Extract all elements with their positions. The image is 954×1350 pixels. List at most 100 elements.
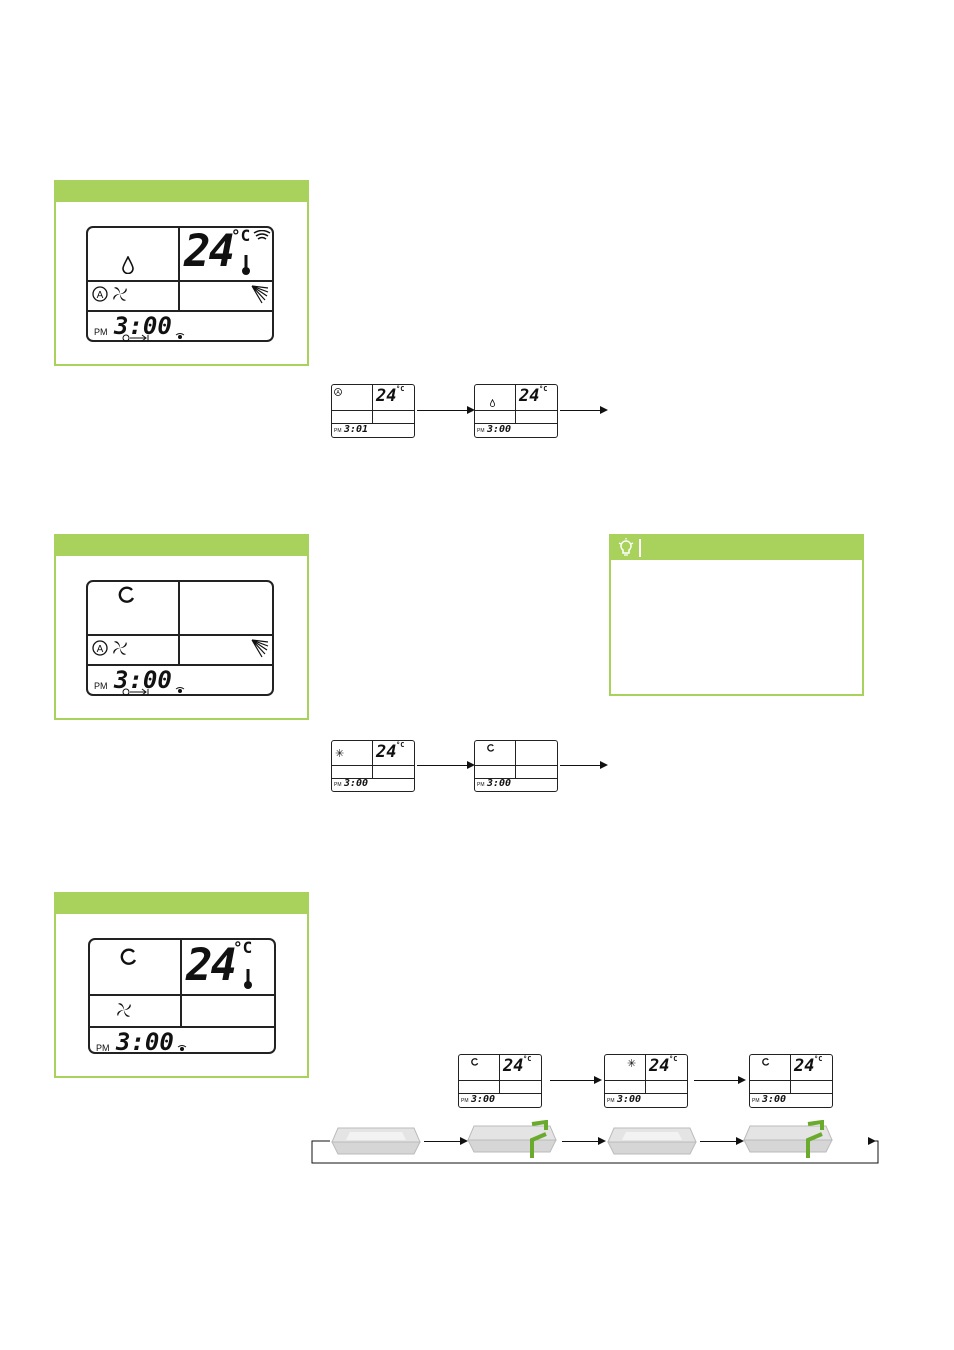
fan-icon (117, 1003, 131, 1017)
panel-dry-mode: 24 °C A PM 3:00 (54, 180, 309, 366)
lcd-display: A PM 3:00 (86, 580, 274, 696)
arrow-head (736, 1137, 744, 1145)
arrow (560, 765, 600, 766)
meridiem-label: PM (752, 1098, 760, 1104)
swirl-icon (118, 586, 135, 603)
meridiem-label: PM (334, 428, 342, 434)
clock-time: 3:00 (487, 778, 512, 789)
svg-text:A: A (97, 644, 104, 655)
thermometer-icon (242, 255, 250, 275)
arrow-head (460, 1137, 468, 1145)
svg-text:A: A (336, 390, 340, 396)
clock-time: 3:00 (114, 666, 172, 694)
panel-swing-mode: 24 °C PM 3:00 (54, 892, 309, 1078)
cassette-unit-icon (607, 1127, 697, 1155)
lightbulb-icon (618, 538, 634, 556)
lcd-thumb-1: 24 °C PM 3:00 (458, 1054, 542, 1108)
temperature-value: 24 (376, 742, 397, 762)
arrow (417, 765, 467, 766)
water-drop-icon (122, 256, 134, 274)
clock-time: 3:00 (487, 424, 512, 435)
arrow (550, 1080, 594, 1081)
sun-icon: ✳ (627, 1058, 637, 1070)
lcd-thumb-after: PM 3:00 (474, 740, 558, 792)
arrow (424, 1141, 460, 1142)
tip-header (611, 536, 862, 560)
meridiem-label: PM (334, 782, 342, 788)
arrow-head (467, 406, 475, 414)
loop-line (311, 1137, 879, 1164)
clock-time: 3:00 (762, 1094, 787, 1105)
arrow (700, 1141, 736, 1142)
arrow-head (738, 1076, 746, 1084)
lcd-thumb-2: ✳ 24 °C PM 3:00 (604, 1054, 688, 1108)
temperature-value: 24 (376, 386, 397, 406)
cassette-swing-icon (743, 1120, 833, 1158)
meridiem-label: PM (461, 1098, 469, 1104)
thermometer-icon (244, 969, 252, 989)
sensor-icon (177, 1045, 187, 1051)
clock-time: 3:01 (344, 424, 369, 435)
temperature-value: 24 (184, 226, 235, 277)
svg-text:A: A (97, 290, 104, 301)
temperature-unit: °C (231, 226, 251, 245)
fan-icon (113, 287, 127, 301)
arrow (417, 410, 467, 411)
temperature-value: 24 (186, 940, 237, 991)
auto-icon: A (334, 388, 342, 396)
swing-icon (251, 639, 269, 658)
arrow-head (600, 406, 608, 414)
lcd-display: 24 °C A PM 3:00 (86, 226, 274, 342)
arrow-head (467, 761, 475, 769)
clock-time: 3:00 (617, 1094, 642, 1105)
meridiem-label: PM (477, 782, 485, 788)
cassette-swing-icon (467, 1120, 557, 1158)
lcd-thumb-before: ✳ 24 °C PM 3:00 (331, 740, 415, 792)
temperature-value: 24 (649, 1056, 670, 1076)
meridiem-label: PM (477, 428, 485, 434)
arrow-head (594, 1076, 602, 1084)
temperature-value: 24 (503, 1056, 524, 1076)
cassette-unit-icon (331, 1127, 421, 1155)
swirl-icon (471, 1058, 479, 1066)
auto-icon: A (92, 286, 108, 302)
sensor-icon (175, 687, 185, 693)
temperature-unit: °C (669, 1055, 678, 1063)
swirl-icon (487, 744, 495, 752)
clock-time: 3:00 (116, 1028, 174, 1056)
timer-icon (122, 688, 149, 696)
lcd-thumb-after: 24 °C PM 3:00 (474, 384, 558, 438)
arrow-head (598, 1137, 606, 1145)
lcd-display: 24 °C PM 3:00 (88, 938, 276, 1054)
arrow (694, 1080, 738, 1081)
temperature-value: 24 (519, 386, 540, 406)
panel-fan-mode: A PM 3:00 (54, 534, 309, 720)
panel-header (56, 182, 307, 202)
arrow (562, 1141, 598, 1142)
sun-icon: ✳ (335, 748, 345, 760)
panel-header (56, 536, 307, 556)
meridiem-label: PM (94, 681, 108, 691)
timer-icon (122, 334, 149, 342)
water-drop-icon (490, 399, 495, 407)
swirl-icon (762, 1058, 770, 1066)
temperature-unit: °C (396, 741, 405, 749)
signal-icon (253, 230, 271, 240)
panel-header (56, 894, 307, 914)
arrow (560, 410, 600, 411)
arrow-head (600, 761, 608, 769)
swing-icon (251, 285, 269, 304)
swirl-icon (120, 948, 137, 965)
temperature-unit: °C (233, 938, 253, 957)
lcd-thumb-3: 24 °C PM 3:00 (749, 1054, 833, 1108)
temperature-unit: °C (539, 385, 548, 393)
temperature-unit: °C (396, 385, 405, 393)
fan-icon (113, 641, 127, 655)
clock-time: 3:00 (344, 778, 369, 789)
temperature-unit: °C (523, 1055, 532, 1063)
clock-time: 3:00 (114, 312, 172, 340)
meridiem-label: PM (94, 327, 108, 337)
clock-time: 3:00 (471, 1094, 496, 1105)
tip-box (609, 534, 864, 696)
lcd-thumb-before: A 24 °C PM 3:01 (331, 384, 415, 438)
